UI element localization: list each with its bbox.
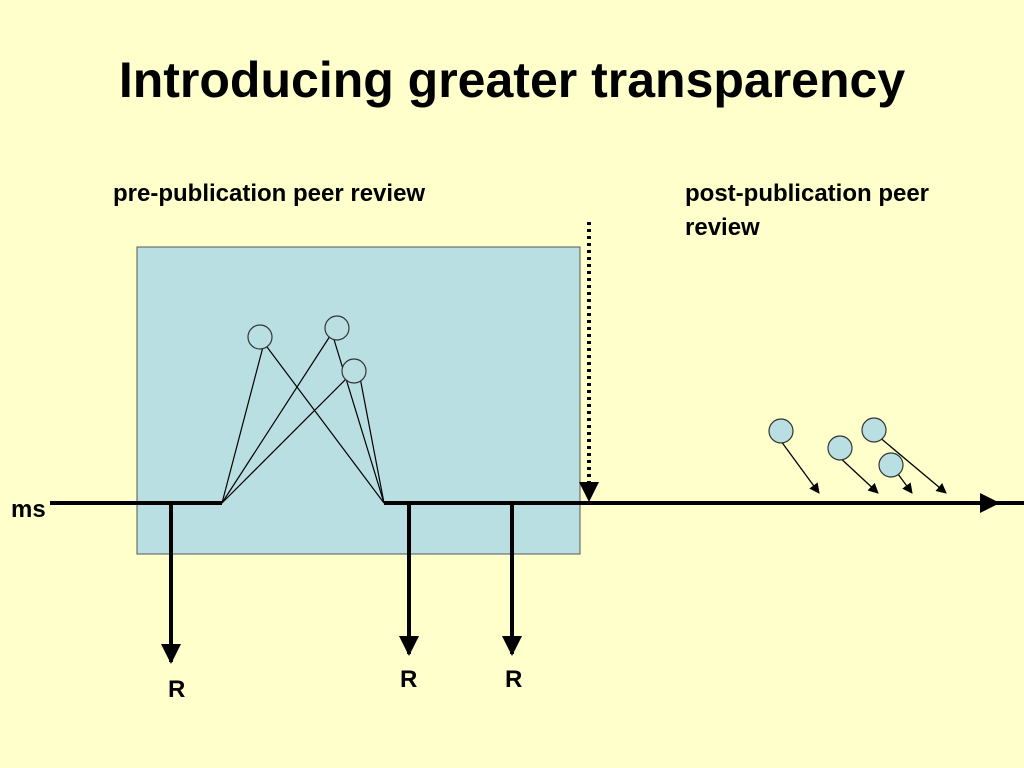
reviewer-circle xyxy=(247,324,273,350)
commenter-circle xyxy=(878,452,904,478)
reviewer-circle xyxy=(324,315,350,341)
timeline-label: ms xyxy=(11,496,46,523)
commenter-circle xyxy=(827,435,853,461)
review-label: R xyxy=(400,666,418,693)
review-branch-lines xyxy=(221,332,385,504)
commenter-circle xyxy=(861,417,887,443)
reviewer-circle xyxy=(341,358,367,384)
review-label: R xyxy=(168,676,186,703)
slide-title: Introducing greater transparency xyxy=(118,52,906,108)
review-label: R xyxy=(505,666,523,693)
post-publication-comment-arrows xyxy=(777,435,947,494)
commenter-circle xyxy=(768,418,794,444)
post-publication-label: post-publication peer review xyxy=(685,180,930,241)
pre-publication-label: pre-publication peer review xyxy=(113,180,426,207)
